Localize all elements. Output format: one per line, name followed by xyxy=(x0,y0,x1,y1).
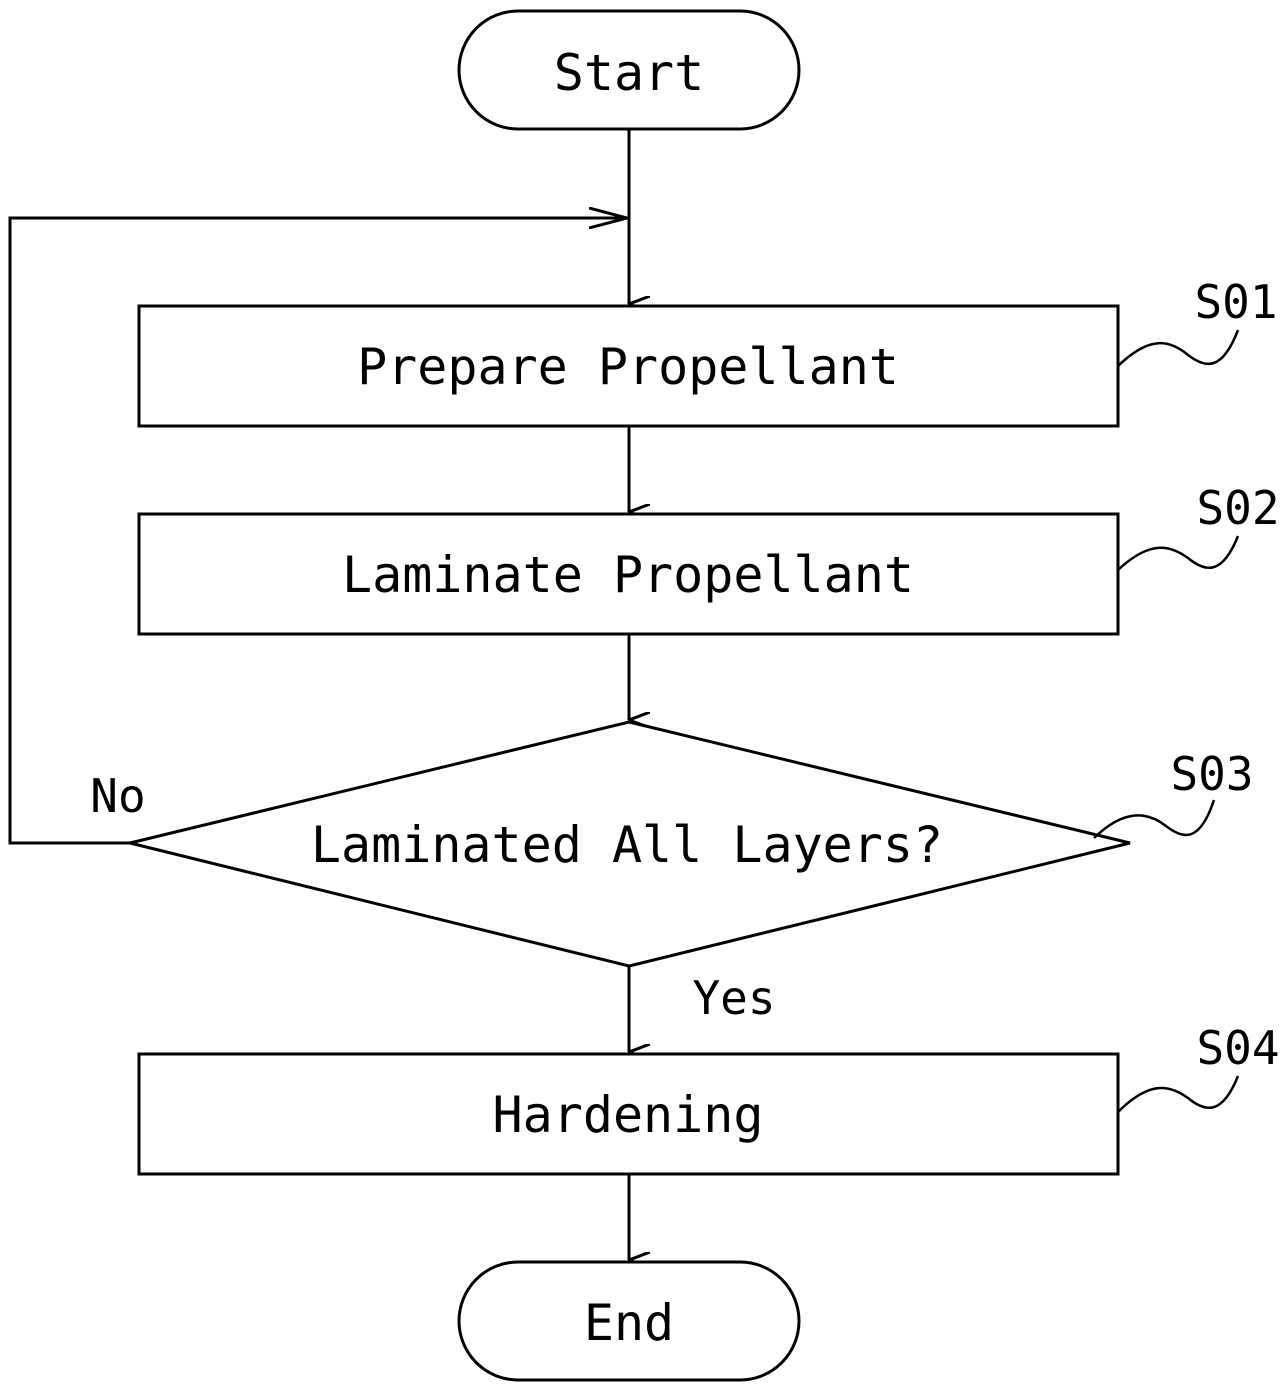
s04-label: Hardening xyxy=(493,1086,764,1144)
end-label: End xyxy=(584,1294,674,1352)
step-s04: Hardening S04 xyxy=(139,1021,1280,1174)
start-node: Start xyxy=(459,11,799,129)
s04-step-number: S04 xyxy=(1196,1021,1279,1075)
branch-yes-label: Yes xyxy=(692,971,775,1025)
s01-label: Prepare Propellant xyxy=(357,338,899,396)
s01-step-number: S01 xyxy=(1194,275,1277,329)
s04-leader xyxy=(1118,1076,1238,1112)
decision-s03: Laminated All Layers? S03 xyxy=(130,722,1254,966)
s02-label: Laminate Propellant xyxy=(342,546,914,604)
s02-step-number: S02 xyxy=(1196,481,1279,535)
step-s01: Prepare Propellant S01 xyxy=(139,275,1278,426)
step-s02: Laminate Propellant S02 xyxy=(139,481,1280,634)
branch-no-label: No xyxy=(90,769,145,823)
end-node: End xyxy=(459,1262,799,1380)
start-label: Start xyxy=(554,44,705,102)
s03-step-number: S03 xyxy=(1170,747,1253,801)
s03-leader xyxy=(1094,800,1214,838)
s02-leader xyxy=(1118,536,1238,570)
s01-leader xyxy=(1118,330,1238,366)
s03-label: Laminated All Layers? xyxy=(311,816,943,874)
